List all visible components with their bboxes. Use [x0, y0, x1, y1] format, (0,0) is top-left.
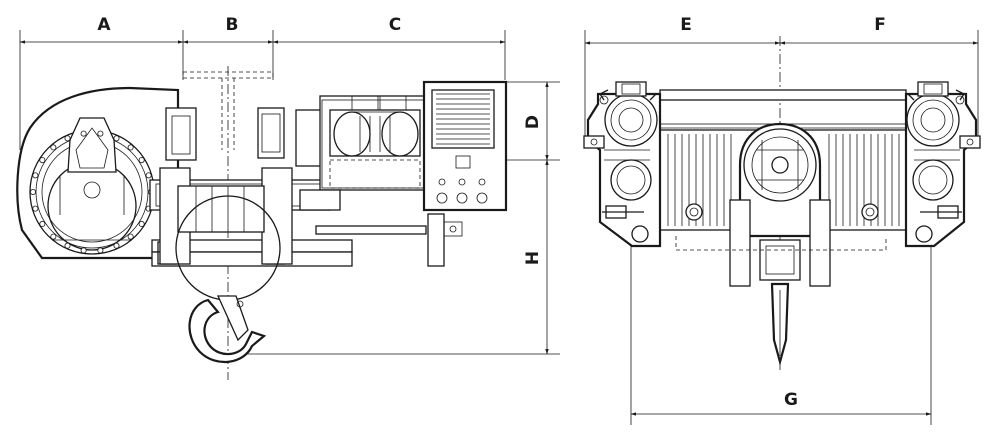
dimension-d-label: D — [523, 115, 543, 129]
left-end-carriage — [583, 81, 703, 248]
side-view: A B C D H — [16, 15, 560, 380]
travel-shaft — [299, 189, 463, 267]
gearbox-bolt — [64, 242, 71, 249]
hoist-motor — [295, 95, 431, 191]
dimension-g-label: G — [784, 390, 798, 410]
right-end-carriage — [861, 81, 981, 248]
control-panel — [422, 80, 508, 212]
lower-frame — [675, 236, 887, 251]
gearbox-bolt-ring — [29, 130, 154, 254]
rope-drum-side — [177, 185, 265, 233]
gearbox-bolt — [113, 242, 120, 249]
dimension-f-label: F — [874, 15, 886, 35]
hook-block-side — [175, 195, 281, 364]
gearbox-bolt — [97, 247, 104, 254]
gearbox-bolt — [97, 130, 104, 137]
top-tie-bar — [659, 89, 907, 129]
gearbox-bolt — [50, 233, 57, 240]
gearbox-bolt — [138, 157, 145, 164]
dimension-b-label: B — [226, 15, 239, 35]
dimension-h-label: H — [523, 251, 543, 265]
gearbox-bolt — [39, 157, 46, 164]
dimension-e-line — [584, 30, 781, 140]
dimension-c-label: C — [389, 15, 401, 35]
gearbox-bolt — [113, 135, 120, 142]
gearbox-bolt — [127, 233, 134, 240]
hook-block-front — [729, 122, 831, 367]
dimension-f-line — [779, 30, 979, 140]
gearbox-bolt — [32, 172, 39, 179]
gearbox-bolt — [39, 220, 46, 227]
gearbox-bolt — [138, 220, 145, 227]
dimension-c-line — [272, 30, 506, 80]
dimension-a-label: A — [97, 15, 111, 35]
gearbox-bolt — [145, 172, 152, 179]
end-view: E F G — [583, 15, 981, 425]
gearbox-bolt — [64, 135, 71, 142]
dimension-g-line — [630, 240, 932, 425]
gearbox-bolt — [80, 130, 87, 137]
gearbox-bolt — [50, 144, 57, 151]
dimension-h-line — [240, 159, 560, 355]
dimension-e-label: E — [680, 15, 692, 35]
gearbox-housing — [16, 86, 180, 260]
gearbox-bolt — [32, 205, 39, 212]
gearbox-bolt — [80, 247, 87, 254]
panel-vent-slots — [436, 93, 490, 145]
gearbox-bolt — [127, 144, 134, 151]
dimension-d-line — [505, 81, 560, 161]
dimension-a-line — [19, 30, 184, 150]
gearbox-bolt — [29, 188, 36, 195]
